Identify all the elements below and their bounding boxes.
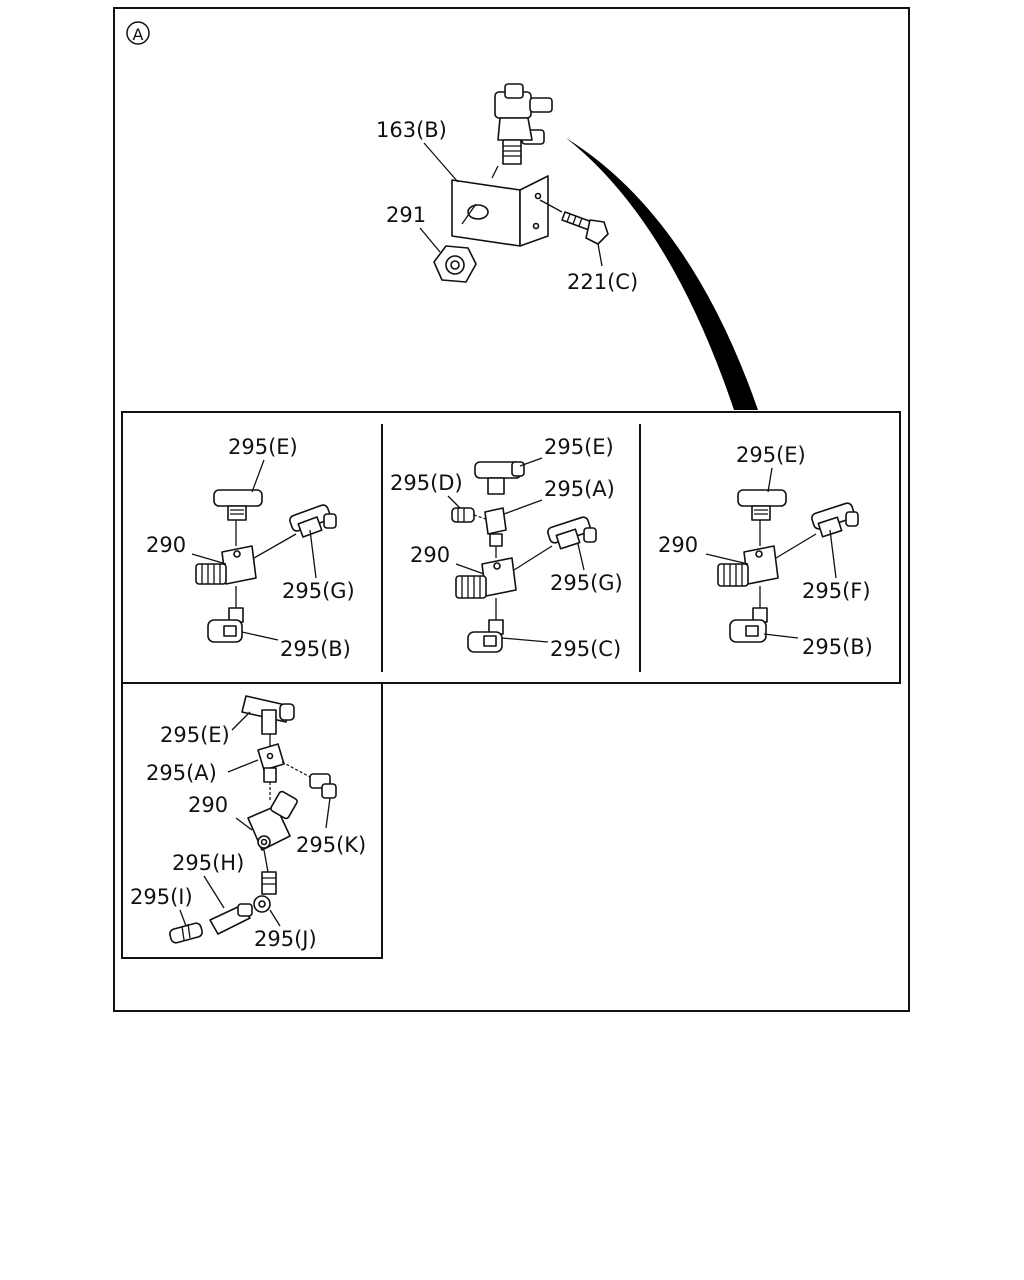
panel-4-label-body: 290 [188,793,228,817]
panel-1-top-tee [213,489,263,521]
panel-3: 295(E) 290 295(F) 295(B) [658,443,873,659]
panel-4: 295(E) 295(A) 290 295(K) 295(H) 295(I) 2… [130,695,366,951]
nut [433,245,477,283]
panel-4-hose [209,903,253,935]
panel-4-label-top-tee: 295(E) [160,723,230,747]
panel-2-bottom-elbow [467,619,504,653]
panel-2-plug [451,507,475,523]
panel-4-adapter [257,743,285,783]
panel-4-label-plug: 295(K) [296,833,366,857]
panel-3-body [717,545,779,587]
panel-4-elbow [253,871,277,913]
panel-2: 295(E) 295(D) 295(A) 290 295(G) 295(C) [390,435,623,661]
panel-1-label-body: 290 [146,533,186,557]
bolt [561,211,609,245]
top-tee-valve [494,83,553,165]
panel-1-body [195,545,257,585]
panel-4-plug [309,773,337,799]
panel-2-top-tee [474,461,525,495]
panel-3-label-body: 290 [658,533,698,557]
panel-1-bottom-elbow [207,607,244,643]
panel-4-label-nipple: 295(I) [130,885,193,909]
panel-3-top-tee [737,489,787,521]
panel-1-label-side-tee: 295(G) [282,579,355,603]
outer-frame [113,7,910,1012]
callout-arrow [566,138,758,410]
label-bolt: 221(C) [567,270,638,294]
panel-2-label-side-tee: 295(G) [550,571,623,595]
panel-4-label-adapter: 295(A) [146,761,217,785]
panel-2-side-tee [547,516,597,550]
panel-1-label-bottom-elbow: 295(B) [280,637,351,661]
panel-2-adapter [484,507,507,547]
panel-1-side-tee [289,504,337,538]
panel-2-label-bottom-elbow: 295(C) [550,637,621,661]
lower-panel-frame [121,682,383,959]
view-marker: A [126,21,150,45]
panel-4-top-tee [241,695,295,735]
panel-2-label-top-tee: 295(E) [544,435,614,459]
panel-3-bottom-elbow [729,607,768,643]
svg-text:A: A [133,25,144,44]
label-nut: 291 [386,203,426,227]
detail-panel-row [121,411,901,684]
top-assembly: 163(B) 291 221(C) [376,83,638,294]
panel-4-nipple [169,922,203,944]
panel-1: 295(E) 290 295(G) 295(B) [146,435,355,661]
panel-4-label-elbow: 295(J) [254,927,317,951]
panel-3-side-tee [811,502,859,538]
panel-4-label-hose: 295(H) [172,851,244,875]
label-bracket: 163(B) [376,118,447,142]
panel-3-label-top-tee: 295(E) [736,443,806,467]
panel-2-body [455,557,517,599]
panel-3-label-side-tee: 295(F) [802,579,871,603]
panel-1-label-top-tee: 295(E) [228,435,298,459]
panel-3-label-bottom-elbow: 295(B) [802,635,873,659]
panel-2-label-adapter: 295(A) [544,477,615,501]
panel-2-label-body: 290 [410,543,450,567]
panel-2-label-plug: 295(D) [390,471,463,495]
panel-4-body [247,790,298,851]
